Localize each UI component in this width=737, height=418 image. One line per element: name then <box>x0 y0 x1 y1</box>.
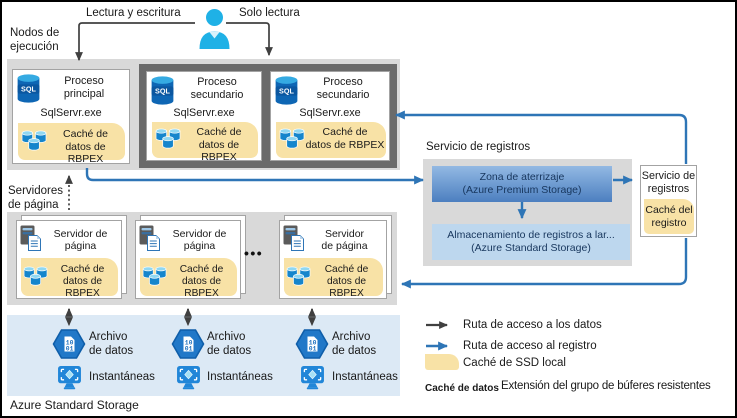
data-file-label: Archivo de datos <box>332 331 377 357</box>
read-only-label: Solo lectura <box>239 7 300 19</box>
rbpex-cache-label: Caché de datos de RBPEX <box>63 128 108 166</box>
rbpex-cache-label: Caché de datos de RBPEX <box>60 264 105 300</box>
log-service-section-label: Servicio de registros <box>426 141 531 153</box>
landing-zone-box: Zona de aterrizaje (Azure Premium Storag… <box>432 166 612 202</box>
sql-database-icon <box>274 76 299 105</box>
data-file-hexagon-icon <box>52 327 86 361</box>
server-page-icon <box>20 225 42 251</box>
log-service-box: Servicio de registros Caché del registro <box>640 165 697 237</box>
page-server-box: Servidor de página Caché de datos de RBP… <box>279 220 387 299</box>
rbpex-cache-label: Caché de datos de RBPEX <box>179 264 224 300</box>
rbpex-cache-label: Caché de datos de RBPEX <box>324 264 369 300</box>
secondary-process-title: Proceso secundario <box>190 76 244 101</box>
process-name: SqlServr.exe <box>173 107 235 119</box>
page-server-title: Servidor de página <box>172 228 227 253</box>
sql-database-icon <box>16 74 41 103</box>
rbpex-cache: Caché de datos de RBPEX <box>18 123 125 165</box>
process-name: SqlServr.exe <box>40 107 102 119</box>
long-term-log-box: Almacenamiento de registros a lar... (Az… <box>432 224 630 260</box>
page-servers-container: Servidor de página Caché de datos de RBP… <box>7 212 397 305</box>
snapshot-label: Instantáneas <box>89 371 155 383</box>
rbpex-cache: Caché de datos de RBPEX <box>21 258 118 299</box>
sql-database-icon <box>150 76 175 105</box>
data-file-label: Archivo de datos <box>207 331 252 357</box>
snapshot-monitor-icon <box>176 365 201 390</box>
arrow-read-write <box>75 22 195 62</box>
rbpex-cache: Caché de datos de RBPEX <box>140 258 237 299</box>
legend-data-path-label: Ruta de acceso a los datos <box>463 319 602 331</box>
server-page-icon <box>139 225 161 251</box>
snapshot-label: Instantáneas <box>207 371 273 383</box>
page-server-box: Servidor de página Caché de datos de RBP… <box>16 220 122 299</box>
process-name: SqlServr.exe <box>299 107 361 119</box>
arrow-read-only <box>226 22 273 57</box>
snapshot-monitor-icon <box>300 365 325 390</box>
secondary-replicas-container: Proceso secundario SqlServr.exe Caché de… <box>139 64 397 168</box>
data-file-label: Archivo de datos <box>89 331 134 357</box>
page-servers-label: Servidores de página <box>8 185 63 211</box>
secondary-process-box: Proceso secundario SqlServr.exe Caché de… <box>270 71 390 161</box>
data-file-hexagon-icon <box>171 327 205 361</box>
page-server-box: Servidor de página Caché de datos de RBP… <box>135 220 241 299</box>
page-servers-ellipsis: ••• <box>244 245 264 261</box>
log-cache-label: Caché del registro <box>645 204 693 229</box>
server-page-icon <box>283 225 305 251</box>
secondary-process-box: Proceso secundario SqlServr.exe Caché de… <box>146 71 262 163</box>
database-cluster-icon <box>279 128 306 151</box>
data-file-hexagon-icon <box>295 327 329 361</box>
snapshot-label: Instantáneas <box>332 371 398 383</box>
log-cache: Caché del registro <box>644 199 694 234</box>
snapshot-monitor-icon <box>57 365 82 390</box>
log-service-container: Zona de aterrizaje (Azure Premium Storag… <box>423 159 632 266</box>
database-cluster-icon <box>142 266 168 288</box>
rbpex-cache-label: Caché de datos de RBPEX <box>196 126 242 164</box>
secondary-process-title: Proceso secundario <box>316 76 370 101</box>
compute-nodes-label: Nodos de ejecución <box>10 27 60 53</box>
standard-storage-area: Archivo de datos Instantáneas Archivo de… <box>7 315 400 396</box>
database-cluster-icon <box>21 130 48 153</box>
rbpex-cache: Caché de datos de RBPEX <box>284 258 383 299</box>
arrow-log-service-to-secondary <box>394 110 688 164</box>
legend-cache-term: Caché de datos <box>425 383 499 394</box>
page-server-title: Servidor de página <box>321 228 368 253</box>
database-cluster-icon <box>155 128 182 151</box>
legend-ssd-cache-swatch <box>425 354 459 370</box>
read-write-label: Lectura y escritura <box>86 7 181 19</box>
rbpex-cache: Caché de datos de RBPEX <box>152 122 258 163</box>
primary-process-title: Proceso principal <box>63 75 105 100</box>
compute-nodes-container: Proceso principal SqlServr.exe Caché de … <box>7 59 400 170</box>
storage-area-label: Azure Standard Storage <box>10 398 139 412</box>
rbpex-cache-label: Caché de datos de RBPEX <box>305 126 385 151</box>
legend-log-path-label: Ruta de acceso al registro <box>463 340 597 352</box>
log-service-title: Servicio de registros <box>641 170 696 195</box>
user-icon <box>198 8 231 49</box>
primary-process-box: Proceso principal SqlServr.exe Caché de … <box>12 69 130 165</box>
rbpex-cache: Caché de datos de RBPEX <box>276 122 386 158</box>
database-cluster-icon <box>286 266 312 288</box>
legend-ssd-cache-label: Caché de SSD local <box>463 357 566 369</box>
legend-cache-definition: Extensión del grupo de búferes resistent… <box>501 380 711 392</box>
database-cluster-icon <box>23 266 49 288</box>
page-server-title: Servidor de página <box>53 228 108 253</box>
